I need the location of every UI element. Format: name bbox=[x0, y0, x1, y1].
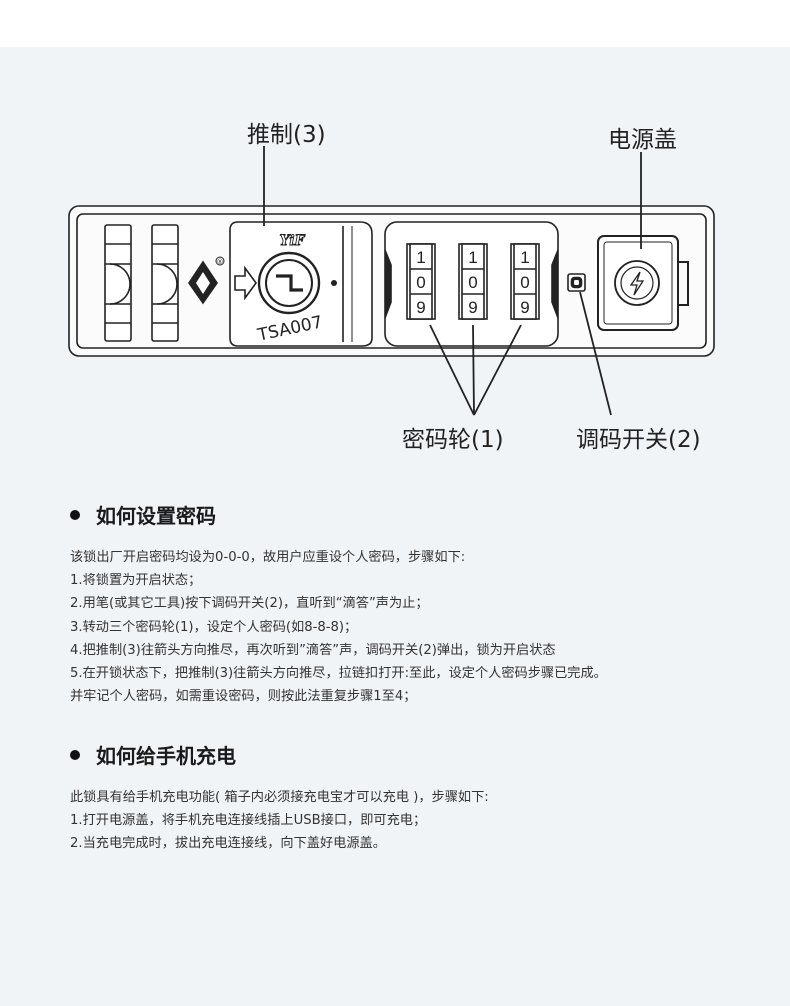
wheel-1-digit-mid: 0 bbox=[416, 273, 425, 292]
wheel-pointer-line-1 bbox=[429, 324, 475, 416]
password-step-line: 3.转动三个密码轮(1)，设定个人密码(如8-8-8)； bbox=[70, 619, 358, 635]
pusher-label: 推制(3) bbox=[247, 122, 326, 148]
password-setup-title: 如何设置密码 bbox=[96, 504, 216, 528]
bullet-icon bbox=[70, 749, 80, 760]
zipper-slot-left bbox=[104, 224, 132, 342]
phone-charging-heading: 如何给手机充电 bbox=[70, 740, 770, 769]
power-cover-label: 电源盖 bbox=[608, 127, 677, 153]
key-cylinder-icon bbox=[257, 251, 321, 315]
lock-body-inner bbox=[76, 213, 707, 349]
password-step-line: 4.把推制(3)往箭头方向推尽，再次听到”滴答”声，调码开关(2)弹出，锁为开启… bbox=[70, 642, 556, 658]
switch-pointer-line bbox=[579, 291, 612, 416]
push-arrow-icon bbox=[234, 265, 257, 301]
password-step-line: 1.将锁置为开启状态； bbox=[70, 573, 202, 589]
password-step-line: 2.用笔(或其它工具)按下调码开关(2)，直听到“滴答”声为止； bbox=[70, 596, 429, 612]
wheel-2-digit-bottom: 9 bbox=[468, 298, 477, 317]
code-wheel-2 bbox=[458, 243, 488, 320]
charging-step-line: 1.打开电源盖，将手机充电连接线插上USB接口，即可充电； bbox=[70, 813, 427, 829]
reset-switch-icon bbox=[567, 273, 586, 292]
wheel-1-digit-bottom: 9 bbox=[416, 298, 425, 317]
wheel-pointer-line-3 bbox=[473, 324, 522, 416]
registered-mark-icon bbox=[215, 256, 225, 266]
wheel-pointer-line-2 bbox=[472, 324, 475, 416]
lock-diagram: YiF ® TSA007 1 0 9 1 0 9 1 0 9 bbox=[68, 146, 715, 416]
phone-charging-title: 如何给手机充电 bbox=[96, 744, 236, 768]
charging-step-line: 2.当充电完成时，拔出充电连接线，向下盖好电源盖。 bbox=[70, 836, 386, 852]
wheel-3-digit-mid: 0 bbox=[520, 273, 529, 292]
power-lightning-icon bbox=[614, 260, 660, 306]
wheel-3-digit-top: 1 bbox=[520, 248, 529, 267]
bullet-icon bbox=[70, 509, 80, 520]
wheel-2-digit-mid: 0 bbox=[468, 273, 477, 292]
password-step-line: 该锁出厂开启密码均设为0-0-0，故用户应重设个人密码，步骤如下: bbox=[70, 550, 466, 565]
wheel-3-digit-bottom: 9 bbox=[520, 298, 529, 317]
password-step-line: 5.在开锁状态下，把推制(3)往箭头方向推尽，拉链扣打开:至此，设定个人密码步骤… bbox=[70, 666, 607, 682]
charging-step-line: 此锁具有给手机充电功能( 箱子内必须接充电宝才可以充电 )，步骤如下: bbox=[70, 790, 489, 805]
password-step-line: 并牢记个人密码，如需重设密码，则按此法重复步骤1至4； bbox=[70, 689, 417, 705]
wheel-2-digit-top: 1 bbox=[468, 248, 477, 267]
code-wheel-label: 密码轮(1) bbox=[402, 427, 504, 453]
password-setup-section: 如何设置密码 该锁出厂开启密码均设为0-0-0，故用户应重设个人密码，步骤如下:… bbox=[70, 500, 770, 708]
power-cover bbox=[597, 235, 689, 331]
tsa-logo-icon bbox=[188, 260, 218, 305]
code-wheel-3 bbox=[510, 243, 540, 320]
reset-switch-label: 调码开关(2) bbox=[576, 427, 701, 453]
registered-mark: ® bbox=[217, 258, 224, 266]
brand-logo: YiF bbox=[279, 233, 305, 249]
phone-charging-section: 如何给手机充电 此锁具有给手机充电功能( 箱子内必须接充电宝才可以充电 )，步骤… bbox=[70, 740, 770, 856]
password-setup-heading: 如何设置密码 bbox=[70, 500, 770, 529]
zipper-slot-right bbox=[151, 224, 179, 342]
wheel-1-digit-top: 1 bbox=[416, 248, 425, 267]
code-wheel-1 bbox=[406, 243, 436, 320]
